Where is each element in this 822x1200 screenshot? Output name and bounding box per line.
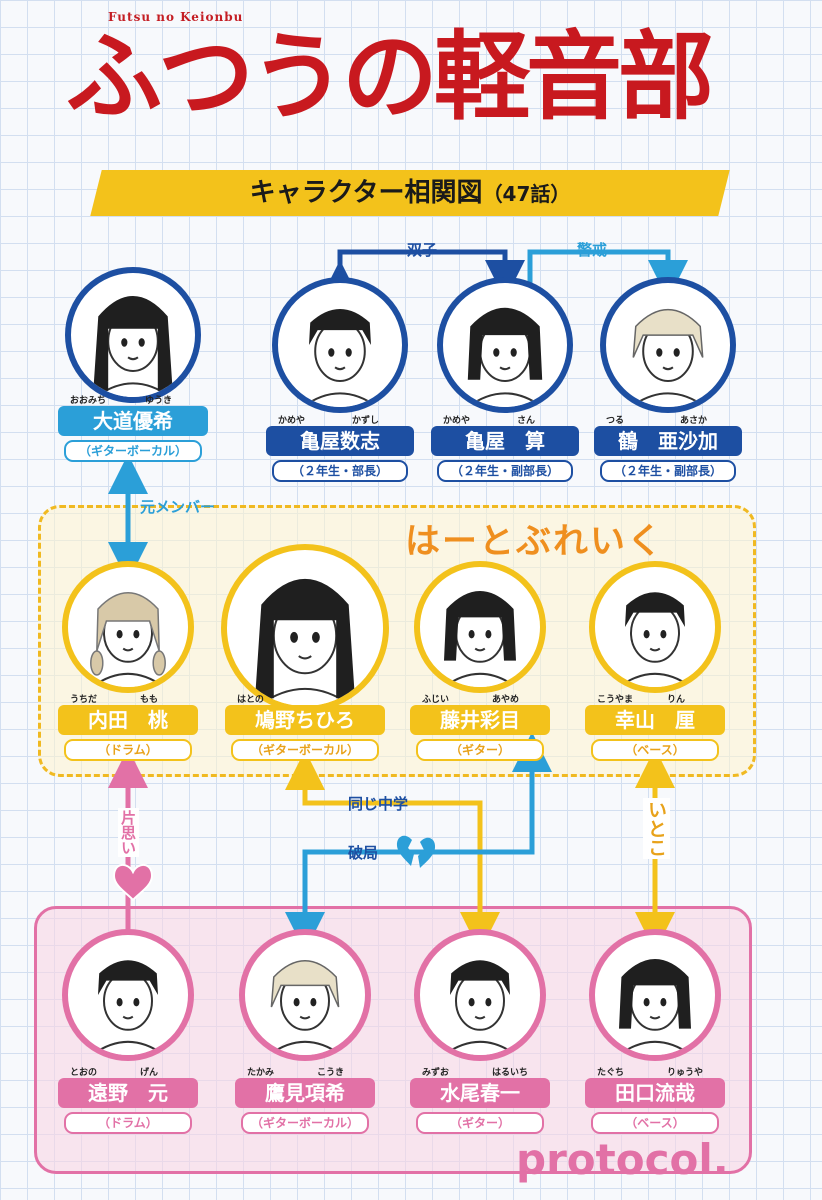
- heartbreak-group-title: はーとぶれいく: [405, 522, 665, 562]
- ruby-given-kouyama: りん: [667, 695, 686, 705]
- portrait-mizuo: [414, 929, 546, 1061]
- name-fujii: 藤井彩目: [410, 705, 550, 735]
- name-takami: 鷹見項希: [235, 1078, 375, 1108]
- episode-label: （47話）: [482, 182, 571, 206]
- ruby-given-mizuo: はるいち: [492, 1068, 529, 1078]
- portrait-takami: [239, 929, 371, 1061]
- protocol-group-title: protocol.: [516, 1135, 729, 1184]
- portrait-kameya-kazushi: [272, 277, 408, 413]
- role-uchida: （ドラム）: [64, 739, 192, 761]
- ruby-surname-mizuo: みずお: [422, 1068, 450, 1078]
- portrait-toono: [62, 929, 194, 1061]
- role-mizuo: （ギター）: [416, 1112, 544, 1134]
- name-uchida: 内田 桃: [58, 705, 198, 735]
- name-kameya-san: 亀屋 算: [431, 426, 579, 456]
- name-mizuo: 水尾春一: [410, 1078, 550, 1108]
- ruby-given-taguchi: りゅうや: [667, 1068, 704, 1078]
- twins-label: 双子: [407, 241, 438, 259]
- portrait-kouyama: [589, 561, 721, 693]
- role-hatono: （ギターボーカル）: [231, 739, 379, 761]
- ruby-given-tsuru: あさか: [680, 416, 708, 426]
- ruby-surname-oomichi: おおみち: [70, 396, 107, 406]
- caution-label: 警戒: [577, 241, 608, 259]
- role-kameya-kazushi: （２年生・部長）: [272, 460, 408, 482]
- portrait-oomichi: [65, 267, 201, 403]
- role-oomichi: （ギターボーカル）: [64, 440, 202, 462]
- ruby-surname-kameya-san: かめや: [443, 416, 471, 426]
- ruby-given-kameya-san: さん: [517, 416, 536, 426]
- ruby-given-uchida: もも: [140, 695, 159, 705]
- breakup-line: [285, 732, 552, 952]
- former-member-label: 元メンバー: [140, 498, 216, 516]
- role-toono: （ドラム）: [64, 1112, 192, 1134]
- portrait-fujii: [414, 561, 546, 693]
- ruby-surname-tsuru: つる: [606, 416, 625, 426]
- portrait-hatono: [221, 544, 389, 712]
- name-kameya-kazushi: 亀屋数志: [266, 426, 414, 456]
- ruby-given-takami: こうき: [317, 1068, 345, 1078]
- role-fujii: （ギター）: [416, 739, 544, 761]
- name-oomichi: 大道優希: [58, 406, 208, 436]
- portrait-tsuru: [600, 277, 736, 413]
- ruby-given-fujii: あやめ: [492, 695, 520, 705]
- ruby-surname-fujii: ふじい: [422, 695, 450, 705]
- ruby-surname-uchida: うちだ: [70, 695, 98, 705]
- cousins-label: いとこ: [643, 798, 670, 859]
- portrait-taguchi: [589, 929, 721, 1061]
- title-main: ふつうの軽音部: [66, 21, 714, 133]
- role-takami: （ギターボーカル）: [241, 1112, 369, 1134]
- ruby-given-oomichi: ゆうき: [145, 396, 173, 406]
- same-school-label: 同じ中学: [348, 795, 409, 813]
- name-taguchi: 田口流哉: [585, 1078, 725, 1108]
- ruby-surname-toono: とおの: [70, 1068, 98, 1078]
- ruby-surname-takami: たかみ: [247, 1068, 275, 1078]
- broken-heart-icon: [396, 835, 436, 868]
- role-tsuru: （２年生・副部長）: [600, 460, 736, 482]
- title-romaji: Futsu no Keionbu: [108, 10, 244, 24]
- ruby-surname-kameya-kazushi: かめや: [278, 416, 306, 426]
- role-taguchi: （ベース）: [591, 1112, 719, 1134]
- portrait-kameya-san: [437, 277, 573, 413]
- role-kouyama: （ベース）: [591, 739, 719, 761]
- ruby-given-toono: げん: [140, 1068, 159, 1078]
- name-kouyama: 幸山 厘: [585, 705, 725, 735]
- subtitle-text: キャラクター相関図（47話）: [110, 170, 710, 216]
- name-hatono: 鳩野ちひろ: [225, 705, 385, 735]
- subtitle-label: キャラクター相関図: [249, 178, 483, 208]
- ruby-surname-kouyama: こうやま: [597, 695, 634, 705]
- unrequited-label: 片思い: [118, 808, 139, 857]
- twins-line: [320, 249, 525, 300]
- name-toono: 遠野 元: [58, 1078, 198, 1108]
- ruby-surname-hatono: はとの: [237, 695, 264, 705]
- caution-line: [527, 249, 688, 300]
- name-tsuru: 鶴 亜沙加: [594, 426, 742, 456]
- ruby-surname-taguchi: たぐち: [597, 1068, 625, 1078]
- heart-icon: [112, 864, 154, 902]
- role-kameya-san: （２年生・副部長）: [437, 460, 573, 482]
- portrait-uchida: [62, 561, 194, 693]
- breakup-label: 破局: [348, 844, 379, 862]
- ruby-given-kameya-kazushi: かずし: [352, 416, 380, 426]
